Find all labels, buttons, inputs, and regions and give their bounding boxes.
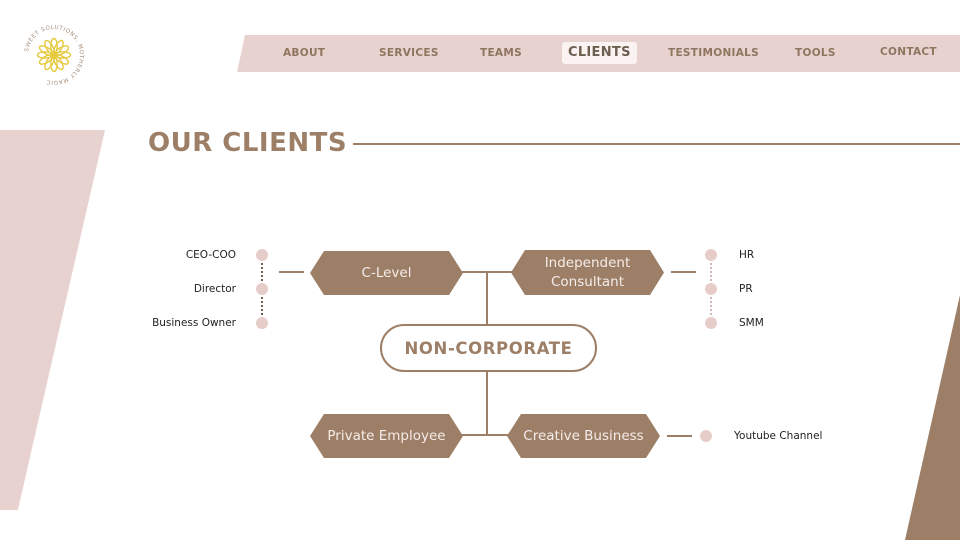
independent-bullet-1: [705, 249, 717, 261]
node-non-corporate[interactable]: NON-CORPORATE: [380, 324, 597, 372]
title-divider: [353, 143, 960, 145]
brand-logo[interactable]: SWEET SOLUTIONS. MOTHERLY MAGIC: [22, 23, 86, 87]
c-level-sub-business-owner: Business Owner: [152, 317, 236, 329]
page-title: OUR CLIENTS: [148, 128, 348, 158]
node-creative-business[interactable]: Creative Business: [507, 414, 660, 458]
independent-sub-smm: SMM: [739, 317, 764, 329]
node-c-level-label: C-Level: [361, 264, 412, 281]
flower-icon: [36, 37, 72, 73]
center-label: NON-CORPORATE: [404, 338, 573, 358]
sunflower-logo-icon: SWEET SOLUTIONS. MOTHERLY MAGIC: [24, 25, 83, 85]
c-level-sub-ceo-coo: CEO-COO: [185, 249, 236, 261]
nav-clients[interactable]: CLIENTS: [562, 42, 637, 64]
top-connector-vertical: [486, 272, 488, 324]
node-c-level[interactable]: C-Level: [310, 251, 463, 295]
flower-center: [50, 51, 58, 59]
c-level-bullet-1: [256, 249, 268, 261]
independent-sub-hr: HR: [739, 249, 755, 261]
creative-sub-youtube: Youtube Channel: [734, 430, 823, 442]
independent-sub-pr: PR: [739, 283, 753, 295]
left-decorative-band: [0, 130, 105, 510]
bottom-connector-horizontal: [462, 434, 510, 436]
nav-testimonials[interactable]: TESTIMONIALS: [668, 47, 760, 59]
creative-bullet-1: [700, 430, 712, 442]
nav-contact[interactable]: CONTACT: [880, 46, 937, 58]
c-level-dotted-link-2: [261, 297, 263, 315]
independent-dotted-link-1: [710, 263, 712, 281]
c-level-sub-director: Director: [193, 283, 236, 295]
node-private-employee[interactable]: Private Employee: [310, 414, 463, 458]
node-independent-consultant[interactable]: Independent Consultant: [511, 250, 664, 295]
nav-services[interactable]: SERVICES: [379, 47, 439, 59]
nav-about[interactable]: ABOUT: [283, 47, 326, 59]
node-independent-label: Independent Consultant: [544, 254, 631, 290]
bottom-connector-vertical: [486, 369, 488, 435]
c-level-connector: [279, 271, 304, 273]
c-level-bullet-3: [256, 317, 268, 329]
creative-connector: [667, 435, 692, 437]
c-level-dotted-link-1: [261, 263, 263, 281]
node-creative-label: Creative Business: [523, 427, 644, 444]
independent-bullet-2: [705, 283, 717, 295]
nav-tools[interactable]: TOOLS: [795, 47, 836, 59]
node-private-label: Private Employee: [327, 427, 446, 444]
independent-connector: [671, 271, 696, 273]
top-connector-horizontal: [462, 271, 514, 273]
independent-dotted-link-2: [710, 297, 712, 315]
c-level-bullet-2: [256, 283, 268, 295]
right-decorative-band: [905, 295, 960, 540]
nav-teams[interactable]: TEAMS: [480, 47, 522, 59]
independent-bullet-3: [705, 317, 717, 329]
